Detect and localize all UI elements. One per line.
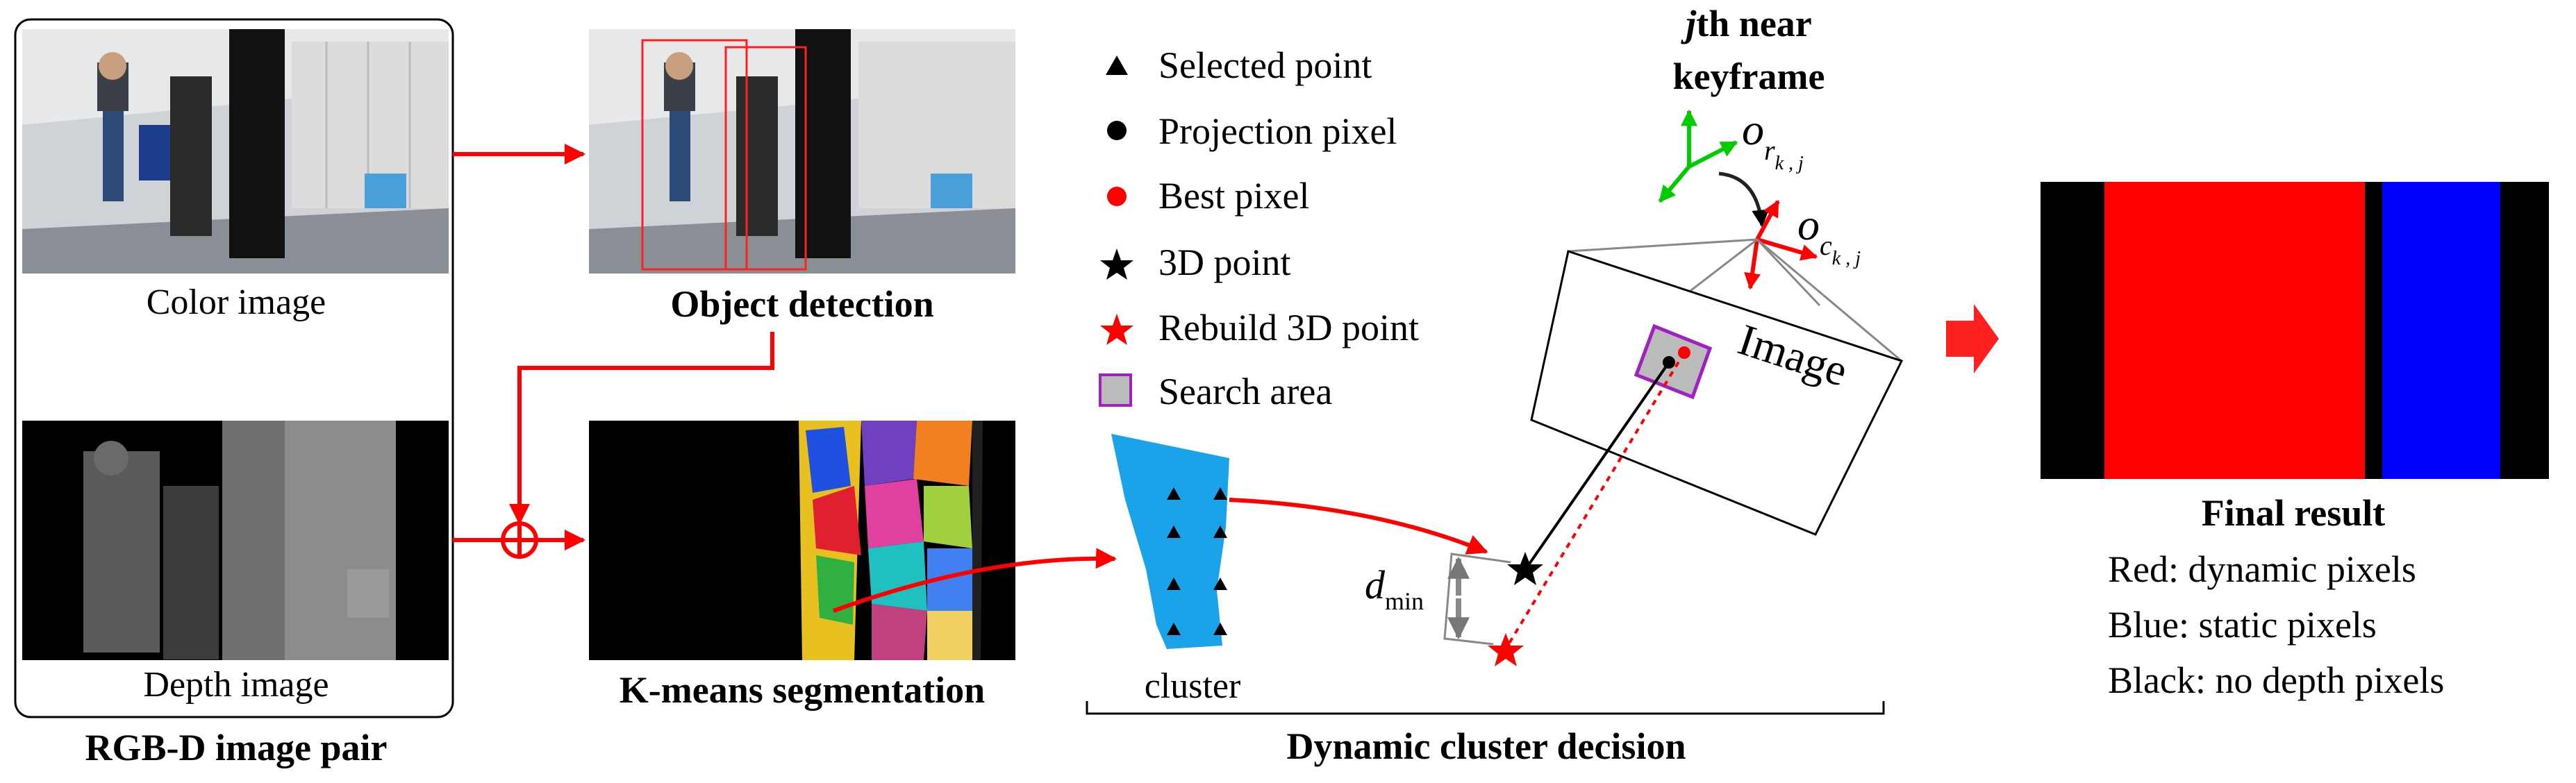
ray-to-3d-point — [1525, 361, 1670, 569]
keyframe-j: j — [1680, 3, 1697, 44]
rebuild-3d-point-star — [1488, 633, 1524, 666]
legend: Selected point Projection pixel Best pix… — [1099, 44, 1419, 412]
detection-box-1 — [641, 39, 748, 271]
legend-red-dot-icon — [1107, 187, 1127, 206]
image-plane — [1530, 250, 1904, 536]
motion-arrow — [1718, 171, 1770, 228]
result-arrow — [1946, 304, 1999, 373]
legend-label-best-pixel: Best pixel — [1158, 175, 1309, 217]
cluster-shape — [1111, 434, 1229, 649]
arrow-kmeans-to-cluster — [832, 548, 1117, 613]
legend-red-star-icon — [1100, 314, 1133, 345]
color-image — [22, 29, 449, 273]
arrow-detection-to-sum — [509, 332, 774, 525]
dynamic-decision-label: Dynamic cluster decision — [1287, 725, 1686, 767]
legend-black-dot-icon — [1107, 121, 1127, 140]
final-result-image — [2041, 182, 2549, 479]
legend-search-area-icon — [1099, 373, 1132, 407]
detection-box-2 — [724, 46, 807, 271]
legend-label-3d-point: 3D point — [1158, 242, 1291, 283]
o-c-label: ock , j — [1797, 200, 1861, 269]
cluster-label: cluster — [1145, 666, 1241, 706]
reference-frame-axes — [1658, 109, 1738, 203]
cluster-points — [1167, 487, 1227, 635]
legend-label-projection-pixel: Projection pixel — [1158, 110, 1397, 152]
keyframe-rest: th near — [1696, 3, 1811, 44]
depth-image — [22, 421, 449, 660]
o-r-label: ork , j — [1742, 105, 1804, 174]
object-detection-label: Object detection — [670, 283, 933, 325]
dmin-label: dmin — [1365, 562, 1424, 615]
color-image-label: Color image — [147, 283, 326, 322]
legend-triangle-icon — [1106, 56, 1128, 75]
rgbd-pair-frame — [14, 18, 454, 718]
plus-circle — [501, 521, 538, 559]
object-detection-image — [589, 29, 1015, 273]
camera-frame-axes — [1744, 199, 1818, 290]
final-result-line-blue: Blue: static pixels — [2108, 604, 2377, 646]
dynamic-decision-bracket — [1086, 701, 1885, 715]
rgbd-pair-title: RGB-D image pair — [85, 727, 388, 768]
keyframe-label-line1: jth near — [1680, 3, 1812, 44]
kmeans-label: K-means segmentation — [620, 669, 985, 711]
final-result-line-black: Black: no depth pixels — [2108, 659, 2444, 701]
dmin-bracket — [1443, 553, 1511, 646]
legend-black-star-icon — [1100, 249, 1133, 280]
final-result-title: Final result — [2202, 492, 2386, 534]
legend-label-rebuild-3d-point: Rebuild 3D point — [1158, 307, 1419, 348]
kmeans-image — [589, 421, 1015, 660]
final-result-line-red: Red: dynamic pixels — [2108, 548, 2416, 590]
point-3d-star — [1507, 552, 1543, 585]
arrow-cluster-to-point — [1229, 498, 1488, 555]
legend-label-search-area: Search area — [1158, 371, 1332, 412]
depth-image-label: Depth image — [143, 665, 329, 705]
keyframe-label-line2: keyframe — [1673, 56, 1825, 97]
legend-label-selected-point: Selected point — [1158, 44, 1372, 86]
ray-to-rebuild-point — [1504, 351, 1686, 650]
